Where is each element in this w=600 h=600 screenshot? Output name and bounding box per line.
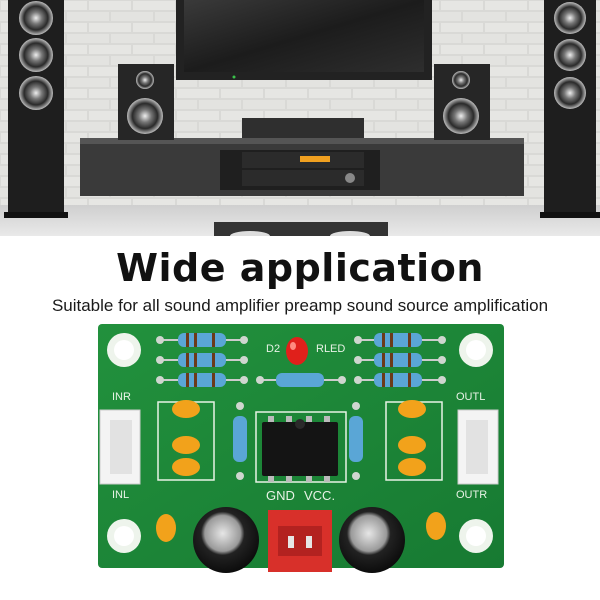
living-room-photo (0, 0, 600, 236)
resistors-right (360, 333, 440, 387)
label-outr: OUTR (456, 489, 487, 501)
electrolytic-capacitor-right (339, 507, 405, 573)
label-inl: INL (112, 489, 129, 501)
speaker-left-small (118, 64, 174, 140)
label-vcc: VCC. (304, 488, 335, 503)
op-amp-chip (262, 422, 338, 476)
resistors-left (162, 333, 242, 387)
led (286, 337, 308, 365)
speaker-right-tower (540, 0, 600, 218)
page-title: Wide application (116, 246, 484, 290)
speaker-right-small (434, 64, 490, 140)
label-outl: OUTL (456, 391, 485, 403)
label-inr: INR (112, 391, 131, 403)
label-d2: D2 (266, 343, 280, 355)
ceramic-capacitors (156, 400, 446, 542)
electrolytic-capacitor-left (193, 507, 259, 573)
label-gnd: GND (266, 488, 295, 503)
speaker-left-tower (4, 0, 68, 218)
page-subtitle: Suitable for all sound amplifier preamp … (51, 296, 549, 315)
label-rled: RLED (316, 343, 345, 355)
amplifier-board-photo: D2 RLED INR INL OUTL OUTR GND VCC. (98, 324, 504, 573)
